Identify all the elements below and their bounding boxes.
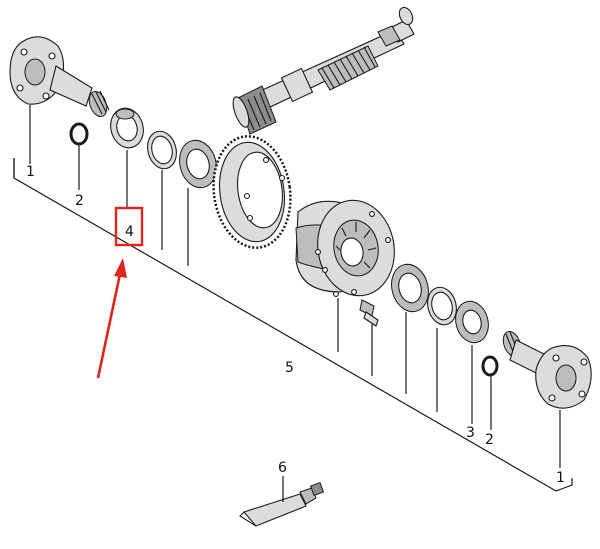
circlip-left <box>69 122 89 146</box>
label-flange-right: 1 <box>556 470 565 486</box>
highlight-arrow-shaft <box>96 273 122 379</box>
pinion-shaft <box>232 6 415 135</box>
label-bearing-right: 3 <box>466 425 475 441</box>
ring-gear <box>212 135 292 249</box>
assembly-bracket <box>13 158 573 492</box>
drive-flange-left <box>9 36 110 118</box>
label-circlip-left: 2 <box>75 193 84 209</box>
shim-ring-right <box>427 286 457 326</box>
label-bearing-left: 4 <box>125 224 134 240</box>
label-differential: 5 <box>285 360 294 376</box>
label-flange-left: 1 <box>26 164 35 180</box>
differential-housing <box>295 199 395 297</box>
drive-flange-right <box>502 330 592 409</box>
highlight-arrow-head <box>114 258 127 278</box>
label-sealant-tube: 6 <box>278 460 287 476</box>
sealant-tube <box>239 481 325 527</box>
shim-ring-left <box>147 130 177 170</box>
circlip-right <box>481 355 499 377</box>
highlight-annotation <box>96 206 144 379</box>
bolt <box>359 299 379 327</box>
highlight-box <box>114 206 144 247</box>
bearing-race-right <box>391 263 429 313</box>
bearing-race-left <box>179 139 217 189</box>
part-labels: 1 2 4 5 3 2 1 6 <box>26 164 565 486</box>
bearing-left <box>110 107 144 149</box>
label-circlip-right: 2 <box>485 432 494 448</box>
leader-lines <box>29 105 561 502</box>
bearing-right <box>455 300 489 344</box>
